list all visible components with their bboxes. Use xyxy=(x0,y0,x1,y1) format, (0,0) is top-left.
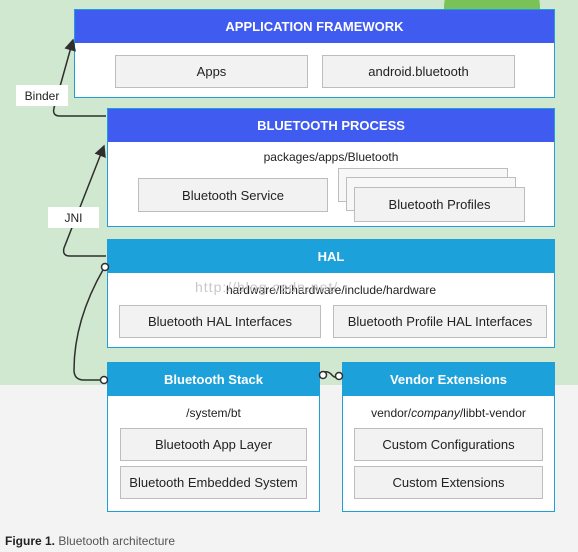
custom-configurations-box: Custom Configurations xyxy=(354,428,543,461)
android-bluetooth-box: android.bluetooth xyxy=(322,55,515,88)
watermark: http://blog.csdn.net/ xyxy=(195,279,339,295)
bluetooth-hal-interfaces-box: Bluetooth HAL Interfaces xyxy=(119,305,321,338)
binder-label: Binder xyxy=(16,85,68,106)
application-framework-title: APPLICATION FRAMEWORK xyxy=(75,10,554,43)
bluetooth-process-layer: BLUETOOTH PROCESS packages/apps/Bluetoot… xyxy=(107,108,555,227)
bluetooth-stack-path: /system/bt xyxy=(186,406,241,420)
hal-path: hardware/libhardware/include/hardware xyxy=(225,283,437,297)
vendor-extensions-path: vendor/company/libbt-vendor xyxy=(371,406,526,420)
apps-box: Apps xyxy=(115,55,308,88)
figure-caption: Figure 1. Bluetooth architecture xyxy=(5,534,176,548)
bluetooth-embedded-system-box: Bluetooth Embedded System xyxy=(120,466,307,499)
vendor-extensions-layer: Vendor Extensions vendor/company/libbt-v… xyxy=(342,362,555,512)
bluetooth-app-layer-box: Bluetooth App Layer xyxy=(120,428,307,461)
bluetooth-stack-title: Bluetooth Stack xyxy=(108,363,319,396)
bluetooth-stack-layer: Bluetooth Stack /system/bt Bluetooth App… xyxy=(107,362,320,512)
custom-extensions-box: Custom Extensions xyxy=(354,466,543,499)
bluetooth-profile-hal-interfaces-box: Bluetooth Profile HAL Interfaces xyxy=(333,305,547,338)
jni-label: JNI xyxy=(48,207,99,228)
application-framework-layer: APPLICATION FRAMEWORK Apps android.bluet… xyxy=(74,9,555,98)
hal-title: HAL xyxy=(108,240,554,273)
bluetooth-process-title: BLUETOOTH PROCESS xyxy=(108,109,554,142)
bluetooth-profiles-box: Bluetooth Profiles xyxy=(354,187,525,222)
bluetooth-service-box: Bluetooth Service xyxy=(138,178,328,212)
bluetooth-process-path: packages/apps/Bluetooth xyxy=(263,150,399,164)
hal-layer: HAL hardware/libhardware/include/hardwar… xyxy=(107,239,555,348)
vendor-extensions-title: Vendor Extensions xyxy=(343,363,554,396)
